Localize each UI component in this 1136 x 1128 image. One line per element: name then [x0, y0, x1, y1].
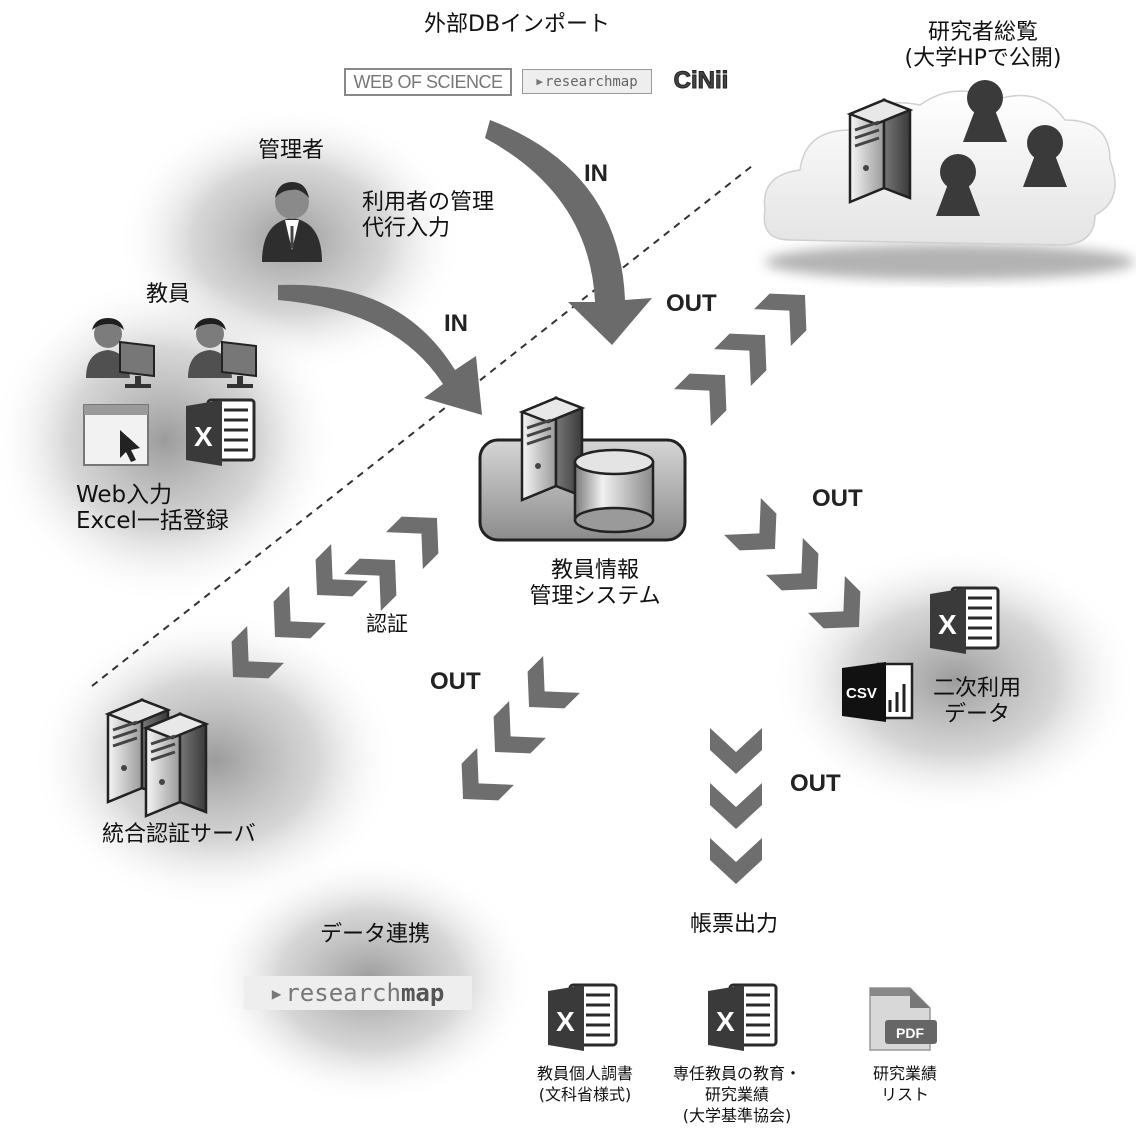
excel-letter: X: [556, 1006, 575, 1037]
secondary-line2: データ: [943, 702, 1010, 728]
researchmap-logo-small: ▶researchmap: [522, 69, 652, 94]
excel-letter: X: [938, 609, 957, 640]
in-arrows: [278, 120, 652, 415]
admin-title: 管理者: [258, 138, 325, 163]
chevrons-to-forms: [710, 728, 762, 884]
secondary-line1: 二次利用: [932, 676, 1021, 701]
in-label-admin: IN: [584, 160, 608, 187]
faculty-title: 教員: [146, 282, 191, 307]
excel-letter: X: [194, 421, 213, 452]
secondary-label: 二次利用 データ: [922, 676, 1032, 729]
form-item: 研究業績 リスト: [850, 1064, 960, 1106]
system-label: 教員情報 管理システム: [500, 558, 690, 611]
form-item-line2: リスト: [880, 1084, 929, 1104]
out-label-sync: OUT: [430, 668, 481, 695]
directory-line2: (大学HPで公開): [904, 46, 1062, 72]
form-item-line3: (大学基準協会): [682, 1105, 792, 1125]
pdf-label: PDF: [896, 1025, 924, 1041]
form-item-line2: (文科省様式): [538, 1084, 632, 1104]
directory-line1: 研究者総覧: [927, 20, 1038, 45]
form-item: 教員個人調書 (文科省様式): [520, 1064, 650, 1106]
central-system-icon: [478, 396, 687, 542]
forms-title: 帳票出力: [690, 912, 779, 937]
cloud-icon: [763, 90, 1116, 246]
form-item-line1: 専任教員の教育・: [672, 1064, 801, 1083]
faculty-user-icons: [86, 318, 257, 388]
csv-label: CSV: [846, 685, 877, 702]
auth-label: 認証: [366, 612, 408, 636]
system-line1: 教員情報: [550, 558, 639, 583]
sync-title: データ連携: [320, 922, 431, 947]
cinii-logo: CiNii: [668, 66, 734, 96]
directory-server-icon: [848, 98, 912, 204]
csv-icon: CSV: [842, 662, 914, 722]
import-title: 外部DBインポート: [424, 12, 611, 37]
out-label-secondary: OUT: [812, 485, 863, 512]
out-label-directory: OUT: [666, 290, 717, 317]
web-of-science-logo: WEB OF SCIENCE: [344, 68, 512, 96]
in-label-faculty: IN: [444, 310, 468, 337]
auth-server-label: 統合認証サーバ: [102, 822, 256, 847]
browser-icon: [83, 404, 149, 466]
directory-label: 研究者総覧 (大学HPで公開): [888, 20, 1078, 73]
excel-letter: X: [716, 1006, 735, 1037]
faculty-input-methods: Web入力 Excel一括登録: [76, 482, 229, 535]
keyhole-person-icons: [936, 80, 1067, 216]
form-item-line2: 研究業績: [704, 1084, 769, 1104]
form-item: 専任教員の教育・ 研究業績 (大学基準協会): [662, 1064, 812, 1126]
form-item-line1: 教員個人調書: [536, 1064, 633, 1083]
admin-desc-line1: 利用者の管理: [362, 190, 495, 215]
out-label-forms: OUT: [790, 770, 841, 797]
admin-desc: 利用者の管理 代行入力: [362, 190, 494, 243]
pdf-icon: PDF: [869, 987, 937, 1051]
admin-user-icon: [262, 182, 322, 262]
form-item-line1: 研究業績: [872, 1064, 937, 1083]
admin-desc-line2: 代行入力: [362, 216, 451, 242]
internal-external-divider: [91, 165, 753, 687]
system-line2: 管理システム: [529, 584, 661, 610]
faculty-line1: Web入力: [76, 482, 173, 508]
faculty-line2: Excel一括登録: [76, 508, 229, 535]
